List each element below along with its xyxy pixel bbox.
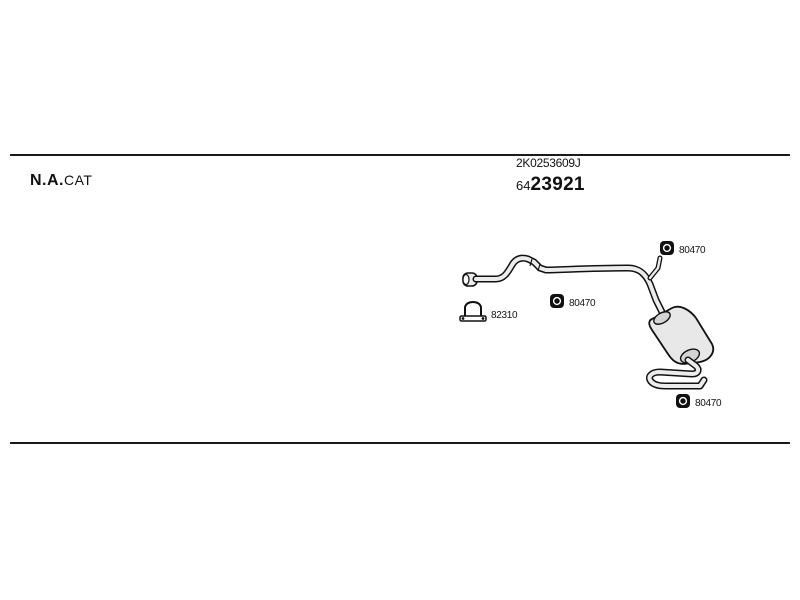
variant-label: N.A.CAT	[30, 172, 92, 190]
bottom-divider	[10, 442, 790, 444]
tail-pipe	[646, 356, 708, 390]
callout-hanger-mid[interactable]: 80470	[550, 294, 596, 309]
variant-bold: N.A.	[30, 172, 64, 189]
rubber-hanger-icon	[676, 394, 690, 408]
clamp-icon	[459, 301, 487, 322]
callout-clamp[interactable]: 82310	[459, 301, 518, 322]
callout-hanger-mid-label: 80470	[569, 298, 596, 309]
variant-suffix: CAT	[64, 172, 93, 188]
part-number-prefix: 64	[516, 178, 531, 193]
callout-hanger-rear-label: 80470	[695, 398, 722, 409]
part-number-main: 23921	[530, 174, 585, 195]
callout-clamp-label: 82310	[491, 310, 518, 321]
callout-hanger-top-label: 80470	[679, 245, 706, 256]
rear-silencer	[648, 305, 715, 365]
part-number: 6423921	[516, 174, 585, 196]
exhaust-pipe	[472, 254, 668, 320]
rubber-hanger-icon	[550, 294, 564, 308]
callout-hanger-top[interactable]: 80470	[660, 241, 706, 256]
callout-hanger-rear[interactable]: 80470	[676, 394, 722, 409]
top-divider	[10, 154, 790, 156]
oem-reference: 2K0253609J	[516, 156, 581, 170]
rubber-hanger-icon	[660, 241, 674, 255]
hanger-bracket-top	[647, 255, 663, 281]
